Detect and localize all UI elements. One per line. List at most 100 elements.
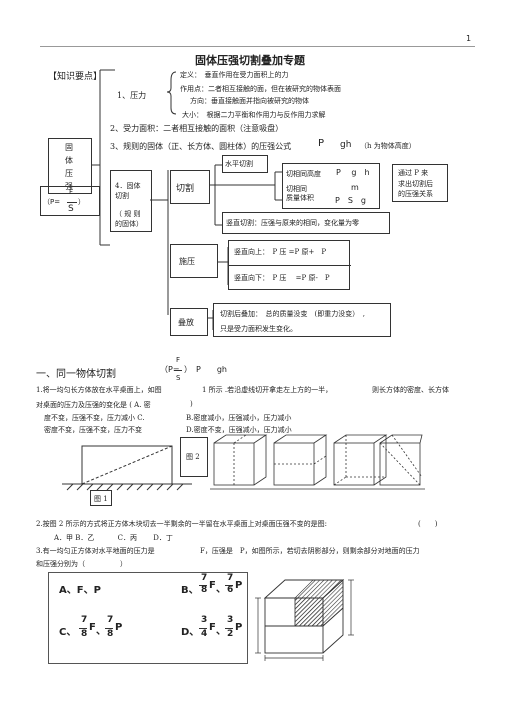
stack-line2: 只是受力面积发生变化。 bbox=[220, 325, 297, 333]
pressure-definition: 定义： 垂直作用在受力面积上的力 bbox=[180, 71, 289, 79]
q1-line1b: 1 所示 .若沿虚线切开拿走左上方的一半， bbox=[202, 386, 333, 394]
answer-B-label: B、 bbox=[181, 585, 199, 596]
page-number: 1 bbox=[466, 34, 472, 43]
section1-prefix: （P= bbox=[160, 365, 180, 374]
same-height: 切相同高度 bbox=[286, 170, 321, 178]
answer-B-F: F bbox=[209, 580, 216, 591]
regular-formula-text: 3、规则的固体（正、长方体、圆柱体）的压强公式 bbox=[110, 142, 292, 151]
frac-d2-num: 3 bbox=[227, 615, 234, 625]
horizontal-cut: 水平切割 bbox=[225, 160, 253, 168]
frac-d2-den: 2 bbox=[227, 629, 234, 639]
result-2: 求出切割后 bbox=[398, 180, 433, 188]
answer-A: A、F、P bbox=[59, 585, 101, 596]
cut-detail-box: 切相同高度 P g h 切相同 质量体积 m P S g bbox=[282, 163, 380, 209]
q1-optD: D.密度不变，压强减小，压力减小 bbox=[186, 426, 292, 434]
pressure-label: 1、压力 bbox=[117, 91, 147, 100]
q1-line2: 对桌面的压力及压强的变化是 ( A. 密 bbox=[36, 401, 151, 409]
answer-D-sep: 、 bbox=[216, 626, 226, 637]
same-mass-2: 质量体积 bbox=[286, 194, 314, 202]
answer-D-P: P bbox=[235, 622, 243, 633]
answer-D-F: F bbox=[209, 622, 216, 633]
result-1: 通过 P 来 bbox=[398, 169, 429, 177]
horizontal-cut-box: 水平切割 bbox=[222, 155, 268, 173]
figure-2 bbox=[210, 434, 425, 490]
stack-line1: 切割后叠加： 总的质量没变 (即重力没变） , bbox=[220, 310, 365, 318]
frac-c1-bar bbox=[79, 628, 87, 629]
cut-label: 切割 bbox=[176, 184, 195, 194]
q1-line2b: ) bbox=[190, 400, 193, 408]
frac-b2-bar bbox=[225, 585, 233, 586]
press-label-box: 施压 bbox=[170, 244, 218, 278]
q2-options: A．甲 B．乙 C．丙 D．丁 bbox=[54, 534, 173, 542]
answer-B-sep: 、 bbox=[216, 584, 226, 595]
section1-F: F bbox=[176, 356, 181, 364]
frac-c1-num: 7 bbox=[81, 615, 88, 625]
formula-bar bbox=[67, 202, 77, 203]
press-up: 竖直向上： P 压 =P 原+ P bbox=[234, 248, 327, 256]
press-divider bbox=[229, 265, 351, 266]
pressure-magnitude: 大小： 根据二力平衡和作用力与反作用力求解 bbox=[182, 111, 326, 119]
vertical-cut: 竖直切割：压强与原来的相同，变化量为零 bbox=[226, 219, 359, 227]
frac-c2-den: 8 bbox=[107, 629, 114, 639]
press-down: 竖直向下： P 压 =P 原- P bbox=[234, 274, 330, 282]
section1-bar bbox=[174, 370, 182, 371]
stack-label-box: 叠放 bbox=[170, 308, 208, 336]
answer-C-sep: 、 bbox=[96, 626, 106, 637]
area-text: 2、受力面积：二者相互接触的面积（注意吸盘） bbox=[110, 124, 284, 133]
header-rule bbox=[40, 46, 475, 47]
box-char-1: 固 bbox=[65, 143, 73, 152]
q2-text: 2.按图 2 所示的方式将正方体木块切去一半剩余的一半留在水平桌面上对桌面压强不… bbox=[36, 520, 327, 528]
box-char-3: 压 bbox=[65, 169, 73, 178]
pressure-direction: 方向：垂直接触面并指向被研究的物体 bbox=[190, 97, 309, 105]
answer-B-P: P bbox=[235, 580, 243, 591]
frac-d2-bar bbox=[225, 628, 233, 629]
stack-detail-box: 切割后叠加： 总的质量没变 (即重力没变） , 只是受力面积发生变化。 bbox=[213, 303, 391, 337]
press-detail-box: 竖直向上： P 压 =P 原+ P 竖直向下： P 压 =P 原- P bbox=[228, 240, 351, 290]
cut-label-box: 切割 bbox=[170, 170, 210, 204]
p-eq-2: P S g bbox=[335, 196, 366, 205]
frac-b1-den: 8 bbox=[201, 585, 208, 595]
p-eq-1: P g h bbox=[336, 168, 370, 177]
frac-b2-den: 6 bbox=[227, 585, 234, 595]
knowledge-tag: 【知识要点】 bbox=[48, 72, 103, 82]
formula-suffix: ） bbox=[78, 198, 85, 206]
result-3: 的压强关系 bbox=[398, 190, 433, 198]
formula-F: F bbox=[69, 188, 74, 196]
answer-C-label: C、 bbox=[59, 627, 77, 638]
formula-box: F （P= ） S bbox=[40, 186, 100, 216]
section1-title: 一、同一物体切割 bbox=[36, 369, 116, 380]
stack-label: 叠放 bbox=[178, 318, 194, 327]
vertical-cut-box: 竖直切割：压强与原来的相同，变化量为零 bbox=[222, 212, 390, 234]
q3-line1a: 3.有一均匀正方体对水平地面的压力是 bbox=[36, 547, 155, 555]
frac-d1-bar bbox=[199, 628, 207, 629]
q3-line1b: F，压强是 P，如图所示，若切去阴影部分，则剩余部分对地面的压力 bbox=[200, 547, 420, 555]
frac-c2-num: 7 bbox=[107, 615, 114, 625]
section1-S: S bbox=[176, 374, 181, 382]
frac-c1-den: 8 bbox=[81, 629, 88, 639]
answer-choices-box: A、F、P B、 7 8 F 、 7 6 P C、 7 8 F 、 7 8 P … bbox=[48, 572, 248, 664]
frac-b2-num: 7 bbox=[227, 573, 234, 583]
q1-optB: B.密度减小，压强减小，压力减小 bbox=[186, 414, 292, 422]
q3-line2: 和压强分别为（ ） bbox=[36, 560, 127, 568]
press-label: 施压 bbox=[179, 257, 195, 266]
regular-P: P bbox=[318, 138, 325, 149]
formula-S: S bbox=[68, 204, 74, 214]
cut-solid-l4: 的固体） bbox=[115, 220, 143, 228]
cut-solid-l3: （ 规 则 bbox=[115, 210, 141, 218]
figure-1 bbox=[62, 445, 192, 491]
formula-prefix: （P= bbox=[43, 198, 61, 206]
cut-solid-l2: 切割 bbox=[115, 192, 129, 200]
cut-solid-l1: 4．固体 bbox=[115, 182, 141, 190]
page-title: 固体压强切割叠加专题 bbox=[195, 54, 305, 67]
fig1-label-box: 图 1 bbox=[90, 490, 112, 506]
fig1-label: 图 1 bbox=[94, 495, 108, 503]
pressure-point: 作用点：二者相互接触的面，但在被研究的物体表面 bbox=[180, 85, 341, 93]
result-box: 通过 P 来 求出切割后 的压强关系 bbox=[392, 164, 448, 202]
box-char-2: 体 bbox=[65, 156, 73, 165]
q2-paren: ( ) bbox=[418, 520, 438, 528]
q1-line1c: 则长方体的密度、长方体 bbox=[372, 386, 449, 394]
answer-C-P: P bbox=[115, 622, 123, 633]
q1-optC: 密度不变，压强不变，压力不变 bbox=[44, 426, 142, 434]
